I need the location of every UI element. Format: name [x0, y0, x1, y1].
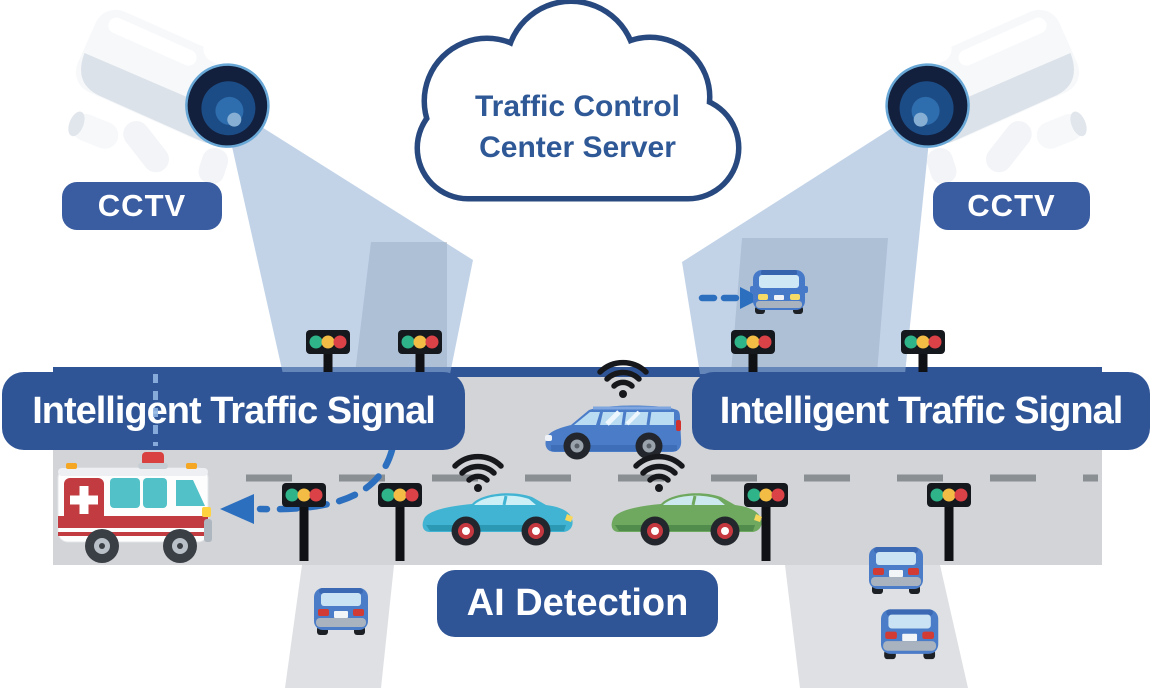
rear-car-icon [314, 588, 368, 635]
intelligent-traffic-signal-label-left: Intelligent Traffic Signal [2, 372, 465, 450]
cloud-title-line1: Traffic Control [474, 90, 680, 123]
ai-detection-label: AI Detection [437, 570, 718, 637]
rear-car-icon [869, 547, 923, 594]
detected-car-arrow [698, 287, 762, 309]
road-top-guardrail [53, 367, 1102, 377]
dashed-arrow-path [256, 446, 396, 513]
camera-beam-left [222, 102, 473, 374]
signal-preemption-dashed-line [153, 374, 158, 446]
intelligent-traffic-signal-label-right: Intelligent Traffic Signal [692, 372, 1150, 450]
cloud-icon [414, 0, 742, 202]
arrowhead-left-icon [220, 494, 254, 524]
cctv-label-left: CCTV [62, 182, 222, 230]
ambulance-route-arrow [220, 446, 396, 524]
arrowhead-right-icon [740, 287, 762, 309]
ambulance-icon [57, 452, 212, 563]
front-car-icon [750, 270, 808, 314]
cctv-label-right: CCTV [933, 182, 1090, 230]
road-southeast-approach [785, 565, 968, 688]
cloud-title-line2: Center Server [479, 131, 676, 164]
rear-car-icon [881, 609, 939, 660]
minivan-icon [545, 405, 682, 460]
cloud-title: Traffic Control Center Server [430, 86, 725, 168]
